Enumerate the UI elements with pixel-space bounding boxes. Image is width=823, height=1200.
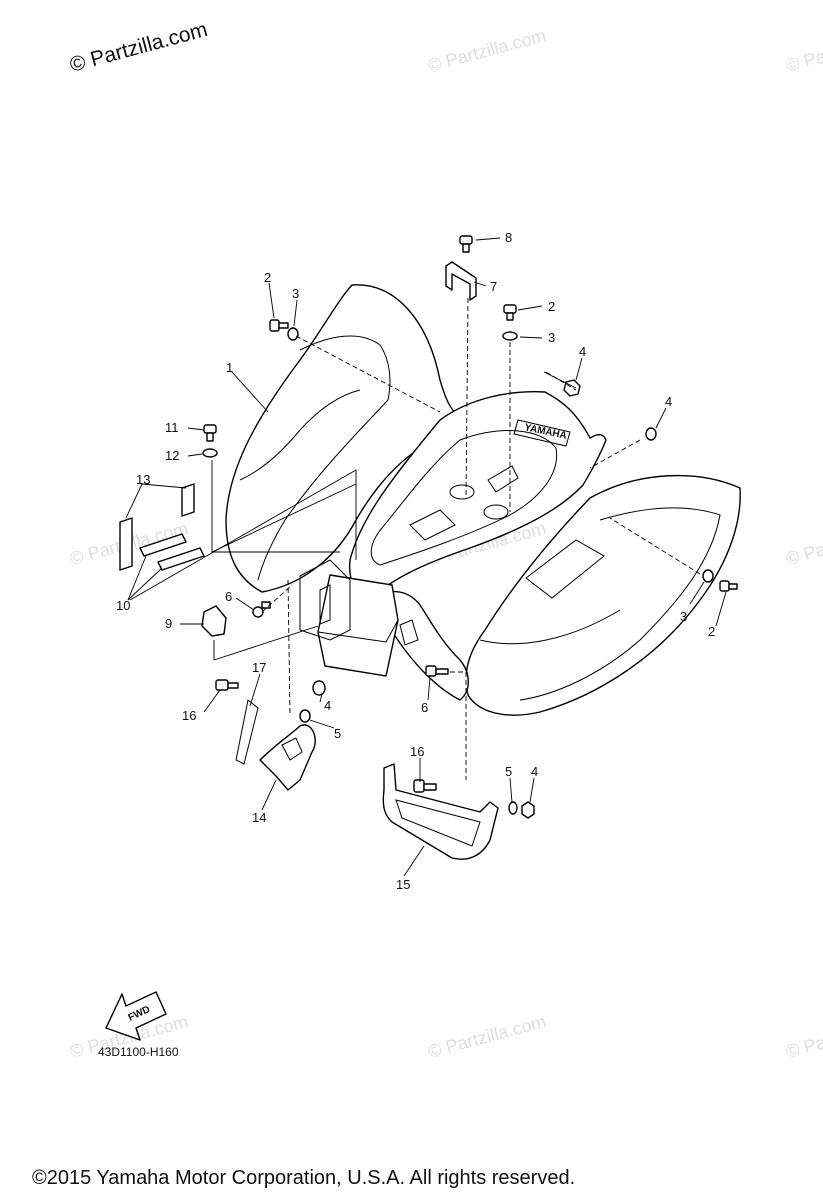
mudflap-bracket-14-detail bbox=[281, 737, 303, 761]
callout-2: 2 bbox=[548, 299, 555, 314]
callout-10: 10 bbox=[116, 598, 130, 613]
callout-5: 5 bbox=[334, 726, 341, 741]
callout-4: 4 bbox=[579, 344, 586, 359]
bolt-8 bbox=[459, 235, 473, 253]
assembly-lines bbox=[129, 371, 577, 661]
storage-box-slot bbox=[319, 584, 331, 625]
callout-16: 16 bbox=[182, 708, 196, 723]
callout-leaders bbox=[125, 237, 727, 877]
screw-6-left bbox=[252, 601, 271, 618]
washer-3-left bbox=[287, 327, 299, 341]
callout-labels: 1 2 3 8 7 2 3 4 4 11 12 13 10 6 9 3 2 17… bbox=[116, 230, 715, 892]
cavity-recess bbox=[409, 509, 456, 541]
callout-3: 3 bbox=[292, 286, 299, 301]
nut-4-lower-right bbox=[521, 801, 535, 819]
callout-12: 12 bbox=[165, 448, 179, 463]
copyright-footer: ©2015 Yamaha Motor Corporation, U.S.A. A… bbox=[32, 1167, 575, 1189]
callout-3: 3 bbox=[680, 609, 687, 624]
fender-right-lower-edge bbox=[479, 609, 621, 645]
bolt-2-left bbox=[269, 319, 289, 332]
fender-right-side bbox=[465, 474, 741, 716]
callout-16: 16 bbox=[410, 744, 424, 759]
cavity-hole bbox=[483, 504, 509, 520]
fender-left-edge-line bbox=[239, 389, 361, 481]
washer-5-lower-left bbox=[299, 709, 311, 723]
callout-2: 2 bbox=[708, 624, 715, 639]
figure-code: 43D1100-H160 bbox=[98, 1045, 179, 1059]
watermark: © Partzilla.com bbox=[426, 1011, 548, 1062]
alignment-lines bbox=[261, 297, 701, 780]
partzilla-watermark: © Partzilla.com bbox=[67, 18, 210, 77]
fender-left-inner-line bbox=[257, 335, 391, 581]
nut-4-top bbox=[563, 379, 581, 397]
nut-4-right bbox=[645, 427, 657, 441]
cavity-tab bbox=[487, 465, 519, 493]
bolt-11 bbox=[203, 424, 217, 442]
yamaha-decal bbox=[513, 419, 571, 447]
bolt-16-right bbox=[413, 779, 437, 793]
watermark: © Partzilla.com bbox=[784, 25, 823, 76]
fender-tool-cavity bbox=[370, 430, 558, 566]
callout-5: 5 bbox=[505, 764, 512, 779]
clip-7 bbox=[445, 261, 477, 301]
washer-5-lower-right bbox=[508, 801, 518, 815]
callout-6: 6 bbox=[421, 700, 428, 715]
washer-3-right bbox=[702, 569, 714, 583]
callout-7: 7 bbox=[490, 279, 497, 294]
fender-grille bbox=[399, 619, 419, 646]
fender-right-inner-line bbox=[519, 507, 721, 701]
screw-6-right bbox=[425, 665, 449, 677]
callout-6: 6 bbox=[225, 589, 232, 604]
watermark: © Partzilla.com bbox=[784, 518, 823, 569]
callout-9: 9 bbox=[165, 616, 172, 631]
strap-17 bbox=[235, 699, 259, 765]
nut-4-lower-left bbox=[312, 680, 326, 696]
watermark: © Partzilla.com bbox=[784, 1011, 823, 1062]
mudflap-bracket-14 bbox=[259, 724, 316, 791]
cavity-hole bbox=[449, 484, 475, 500]
callout-11: 11 bbox=[165, 420, 179, 435]
storage-box-rim bbox=[317, 619, 399, 643]
watermark: © Partzilla.com bbox=[426, 25, 548, 76]
callout-4: 4 bbox=[531, 764, 538, 779]
washer-12 bbox=[202, 448, 218, 458]
mudflap-15-inner bbox=[395, 799, 481, 847]
pad-13-a bbox=[119, 517, 133, 571]
bracket-9 bbox=[201, 605, 227, 637]
storage-box-bracket bbox=[299, 559, 351, 641]
washer-3-center bbox=[502, 331, 518, 341]
fender-top-deck bbox=[348, 391, 607, 601]
callout-2: 2 bbox=[264, 270, 271, 285]
callout-1: 1 bbox=[226, 360, 233, 375]
pad-13-b bbox=[181, 483, 195, 517]
callout-4: 4 bbox=[324, 698, 331, 713]
pad-10-b bbox=[157, 547, 205, 571]
bolt-2-center bbox=[503, 304, 517, 321]
callout-3: 3 bbox=[548, 330, 555, 345]
callout-15: 15 bbox=[396, 877, 410, 892]
fender-right-label-plate bbox=[525, 539, 605, 599]
pad-10-a bbox=[139, 533, 187, 557]
callout-13: 13 bbox=[136, 472, 150, 487]
callout-14: 14 bbox=[252, 810, 266, 825]
rear-fender: YAMAHA bbox=[225, 284, 741, 716]
bolt-2-right bbox=[719, 580, 738, 592]
callout-8: 8 bbox=[505, 230, 512, 245]
callout-4: 4 bbox=[665, 394, 672, 409]
fwd-arrow-icon: FWD bbox=[105, 991, 167, 1041]
bolt-16-left bbox=[215, 679, 239, 691]
callout-17: 17 bbox=[252, 660, 266, 675]
